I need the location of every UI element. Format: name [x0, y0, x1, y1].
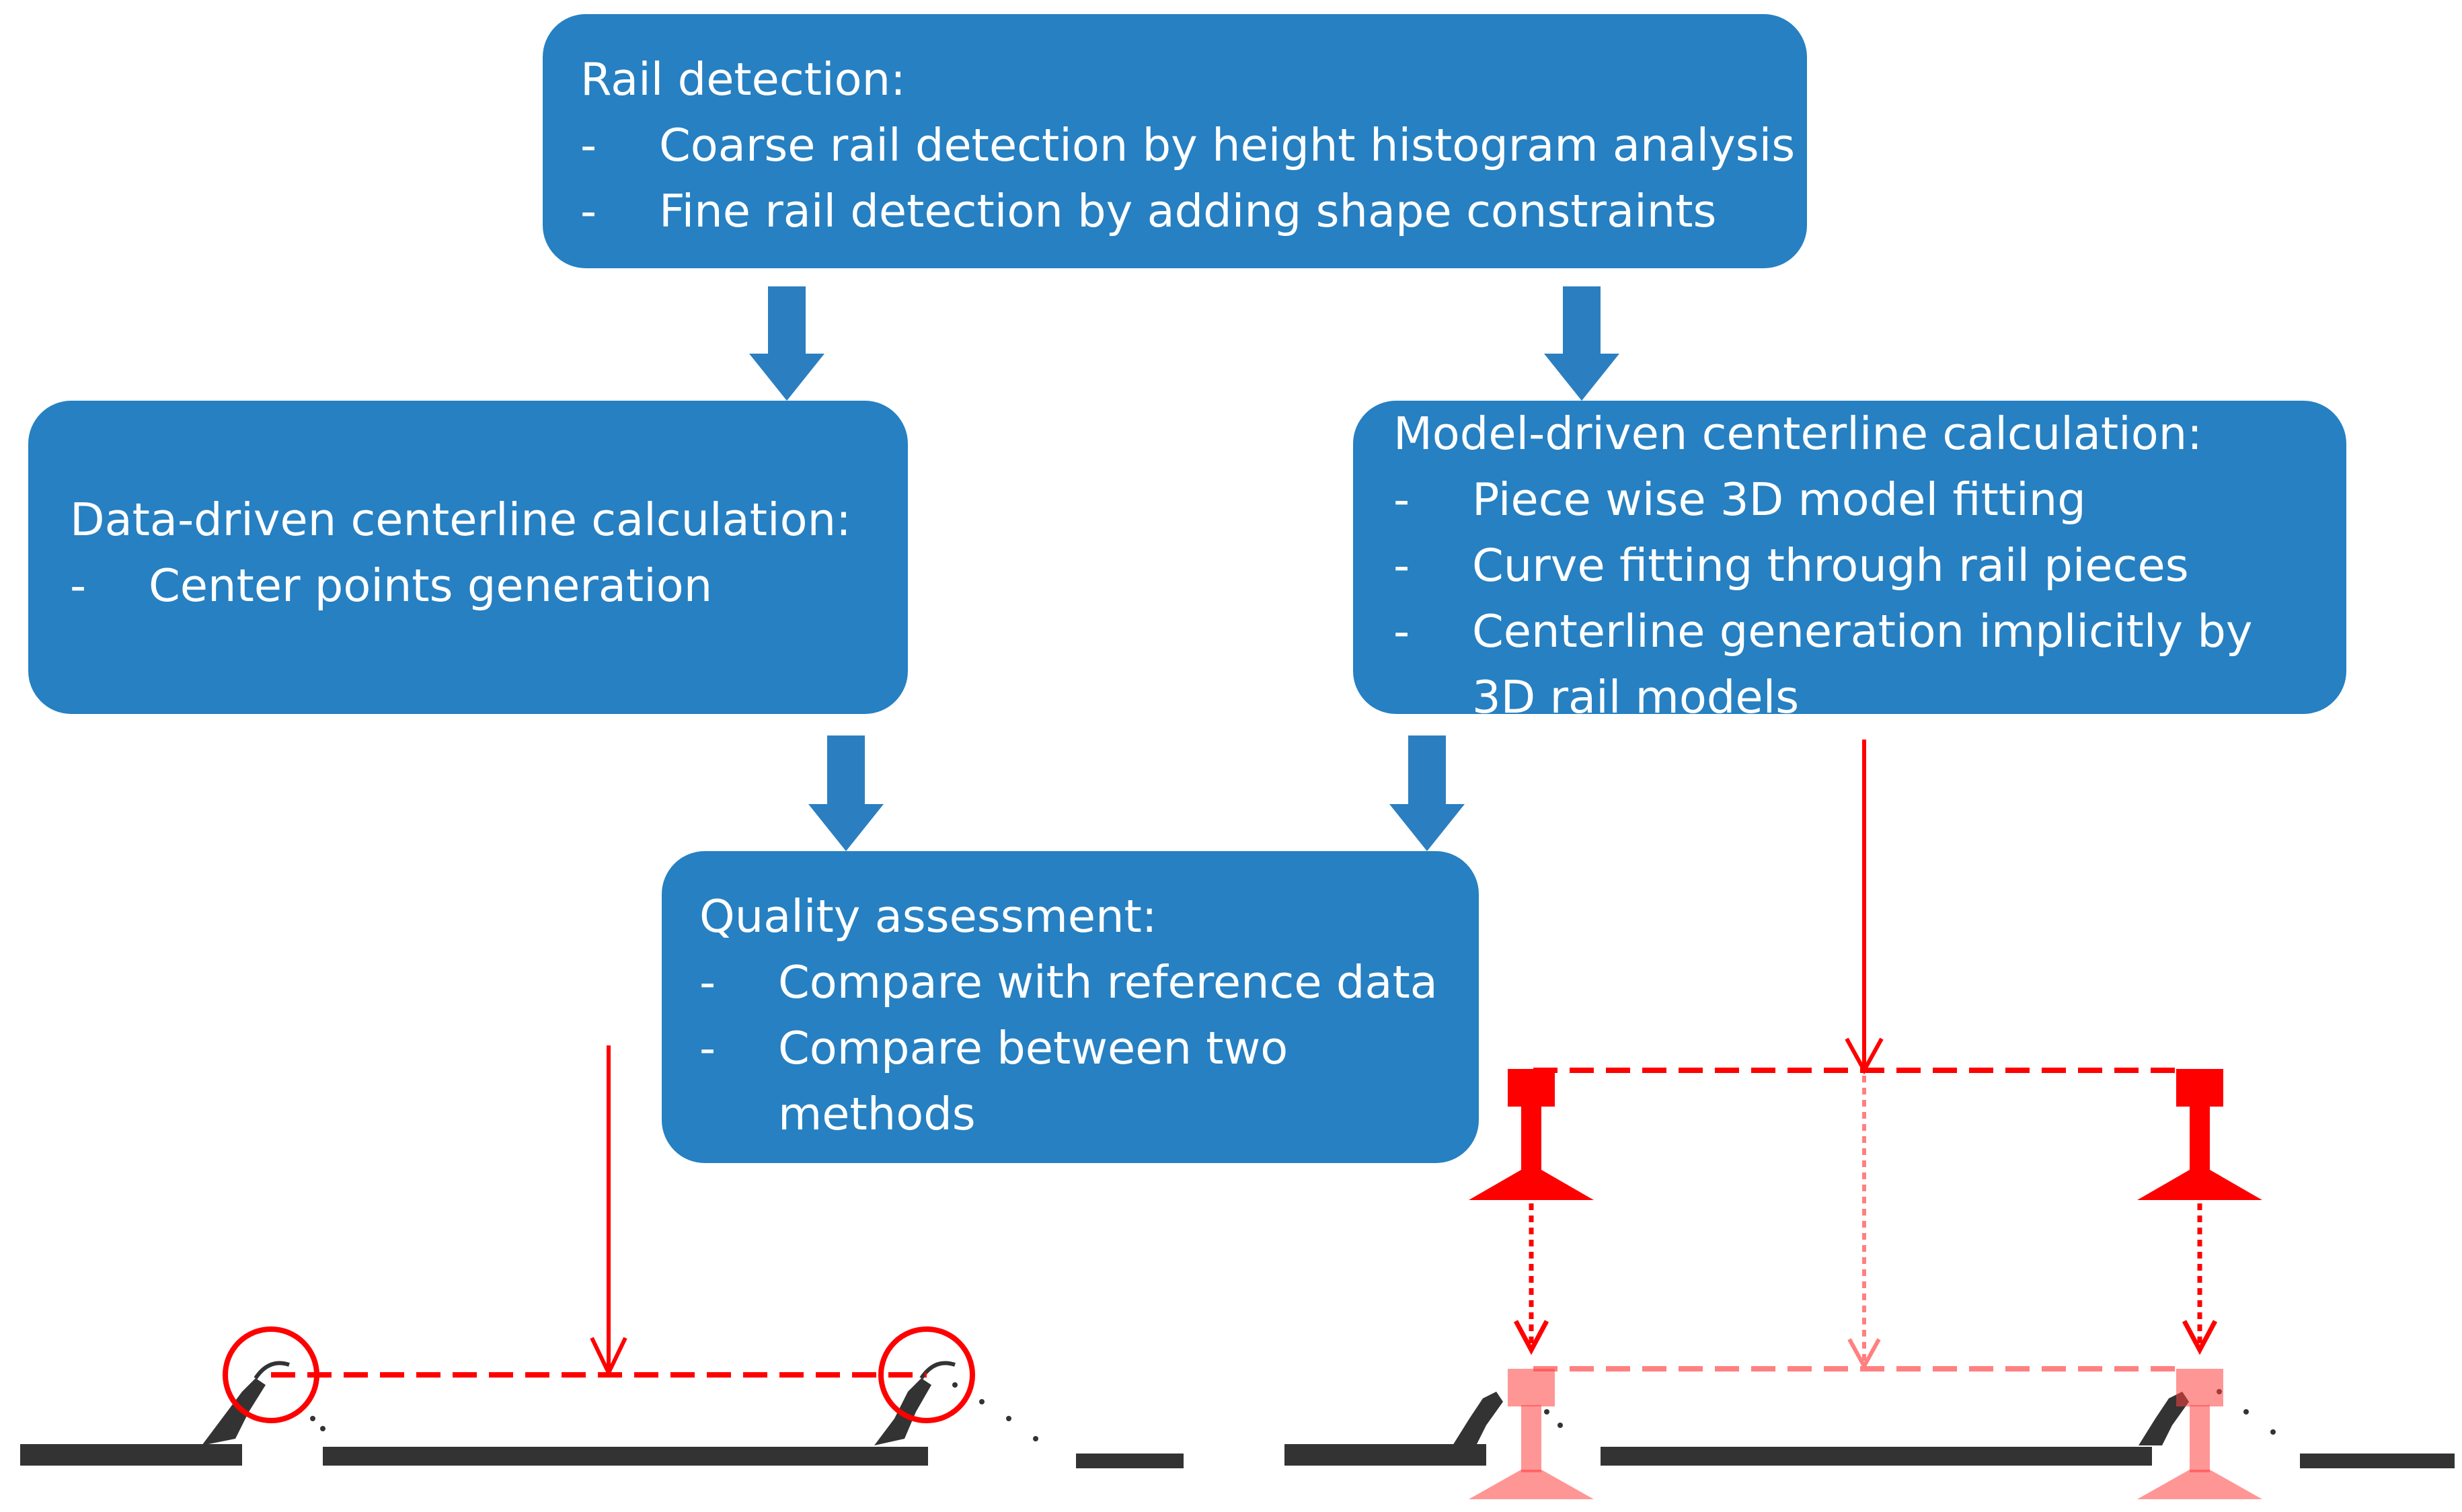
bullet-dash: - — [580, 185, 597, 237]
list-item: - Piece wise 3D model fitting — [1393, 467, 2346, 532]
arrow-rail-to-model — [1544, 286, 1619, 401]
bullet-dash: - — [580, 119, 597, 171]
bullet-dash: - — [1393, 605, 1410, 658]
point-cloud-right — [1284, 1389, 2455, 1468]
quality-assessment-title: Quality assessment: — [699, 890, 1157, 943]
list-item-text: Compare between two — [778, 1022, 1288, 1074]
bullet-dash: - — [699, 1022, 716, 1074]
right-rail-circle — [878, 1326, 975, 1423]
list-item: - Fine rail detection by adding shape co… — [580, 178, 1807, 244]
list-item: - Center points generation — [70, 553, 908, 619]
arrow-data-to-quality — [808, 735, 884, 851]
center-down-arrow-head — [590, 1337, 627, 1378]
point-cloud-left — [20, 1361, 1184, 1468]
left-dotted-arrow-head — [1513, 1320, 1549, 1355]
data-driven-title: Data-driven centerline calculation: — [70, 493, 851, 546]
list-item-text: Centerline generation implicitly by — [1472, 605, 2253, 658]
arrow-model-to-quality — [1389, 735, 1465, 851]
model-driven-annotation — [1469, 740, 2262, 1499]
rail-detection-title: Rail detection: — [580, 53, 906, 106]
list-item: - Curve fitting through rail pieces — [1393, 532, 2346, 598]
list-item-text: Piece wise 3D model fitting — [1472, 473, 2086, 526]
bullet-dash: - — [70, 559, 87, 612]
list-item-text: Curve fitting through rail pieces — [1472, 539, 2189, 592]
data-driven-box: Data-driven centerline calculation: - Ce… — [28, 401, 908, 714]
rail-model-right — [2137, 1069, 2262, 1200]
rail-model-left — [1469, 1069, 1594, 1200]
list-item: - Compare between two — [699, 1015, 1479, 1081]
flow-arrows — [749, 286, 1619, 851]
list-item: - Coarse rail detection by height histog… — [580, 112, 1807, 178]
quality-assessment-box: Quality assessment: - Compare with refer… — [662, 851, 1479, 1163]
model-driven-title: Model-driven centerline calculation: — [1393, 407, 2202, 460]
list-item-text: Fine rail detection by adding shape cons… — [659, 185, 1717, 237]
list-item: - Centerline generation implicitly by — [1393, 598, 2346, 664]
bullet-dash: - — [1393, 539, 1410, 592]
arrow-rail-to-data — [749, 286, 824, 401]
bullet-dash: - — [1393, 473, 1410, 526]
list-item: - Compare with reference data — [699, 949, 1479, 1015]
list-item-continuation: methods — [778, 1088, 976, 1140]
data-driven-annotation — [223, 1045, 975, 1423]
list-item-text: Coarse rail detection by height histogra… — [659, 119, 1796, 171]
fitted-rail-left — [1469, 1369, 1594, 1499]
rail-detection-box: Rail detection: - Coarse rail detection … — [543, 14, 1807, 268]
list-item-text: Center points generation — [149, 559, 713, 612]
fitted-rail-right — [2137, 1369, 2262, 1499]
right-dotted-arrow-head — [2182, 1320, 2218, 1355]
bullet-dash: - — [699, 956, 716, 1008]
list-item-continuation: 3D rail models — [1472, 671, 1800, 723]
model-driven-box: Model-driven centerline calculation: - P… — [1353, 401, 2346, 723]
list-item-text: Compare with reference data — [778, 956, 1438, 1008]
